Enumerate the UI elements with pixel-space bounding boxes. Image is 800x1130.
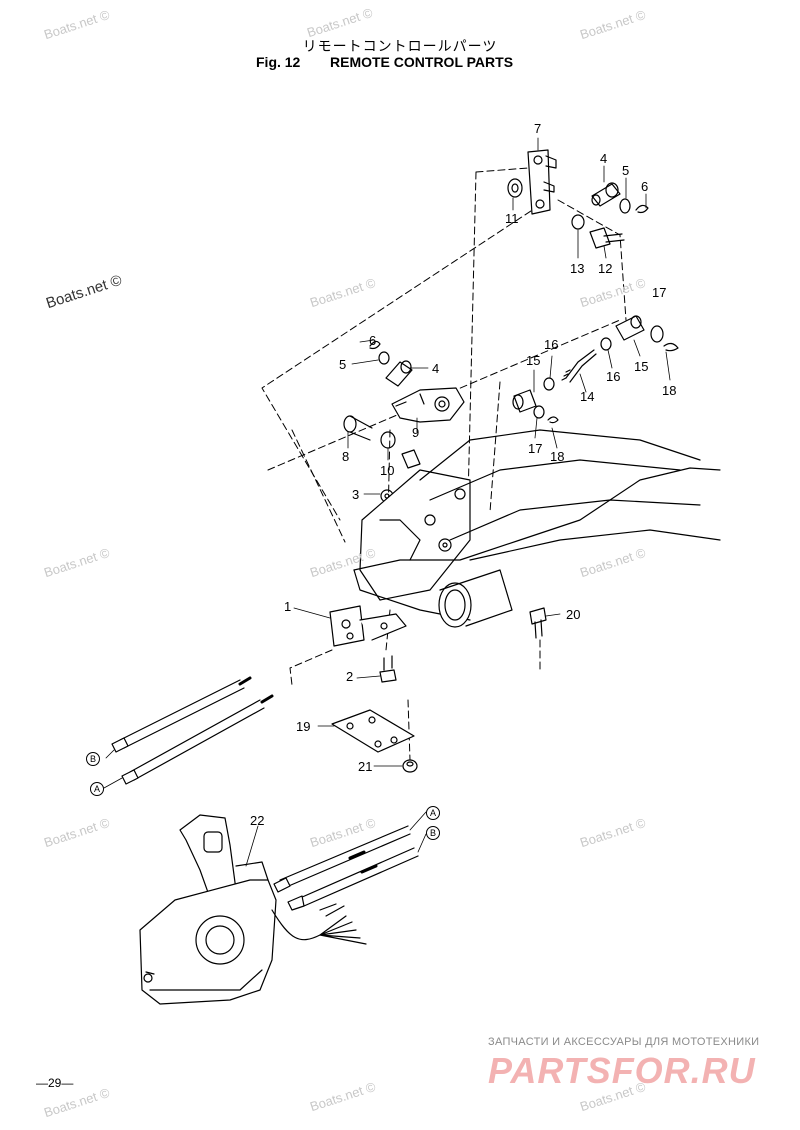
part-12-bolt — [589, 227, 625, 249]
callout-20: 20 — [566, 607, 581, 622]
callout-16-right: 16 — [606, 369, 621, 384]
part-6-clip-left — [369, 340, 381, 350]
figure-title: Fig. 12 REMOTE CONTROL PARTS — [256, 54, 513, 70]
part-9-cam — [391, 387, 465, 423]
page-number: —29— — [36, 1076, 74, 1090]
callout-6-left: 6 — [369, 333, 377, 348]
control-cables — [111, 676, 274, 785]
leader-lines — [245, 137, 671, 867]
callout-22: 22 — [250, 813, 265, 828]
brand-tagline: ЗАПЧАСТИ И АКСЕССУАРЫ ДЛЯ МОТОТЕХНИКИ — [488, 1036, 760, 1048]
callout-12: 12 — [598, 261, 613, 276]
callout-6: 6 — [641, 179, 649, 194]
callout-16-left: 16 — [544, 337, 559, 352]
callout-21: 21 — [358, 759, 373, 774]
wire-harness — [271, 903, 367, 945]
title-japanese: リモートコントロールパーツ — [302, 39, 498, 55]
callout-5: 5 — [622, 163, 630, 178]
part-17-washer-left — [533, 405, 545, 419]
callout-1: 1 — [284, 599, 292, 614]
part-6-clip — [635, 204, 649, 214]
cable-end-marker-a: A — [90, 782, 104, 796]
part-16-nut-left — [543, 377, 555, 391]
callout-13: 13 — [570, 261, 585, 276]
callout-11: 11 — [505, 211, 519, 226]
part-11-washer — [507, 178, 523, 198]
part-18-clip-left — [547, 416, 559, 424]
callout-15-left: 15 — [526, 353, 541, 368]
callout-18-left: 18 — [550, 449, 565, 464]
part-4-ball-joint — [591, 182, 621, 207]
callout-2: 2 — [346, 669, 354, 684]
part-13-washer — [571, 214, 585, 230]
callout-3: 3 — [352, 487, 360, 502]
part-1-cable-bracket — [329, 605, 407, 647]
figure-number: Fig. 12 — [256, 54, 301, 70]
part-15-joint-right — [615, 315, 645, 341]
callout-19: 19 — [296, 719, 311, 734]
part-2-bolt — [379, 655, 397, 683]
part-10-bushing — [401, 449, 421, 469]
part-5-washer — [619, 198, 631, 214]
part-21-nut — [402, 759, 418, 773]
callout-10: 10 — [380, 463, 395, 478]
callout-9: 9 — [412, 425, 420, 440]
cable-end-marker-b: B — [86, 752, 100, 766]
brand-logo: PARTSFOR.RU — [488, 1050, 756, 1091]
callout-15-right: 15 — [634, 359, 649, 374]
part-20-bolt — [529, 607, 547, 639]
part-5-washer-left — [378, 351, 390, 365]
part-17-washer-right — [650, 325, 664, 343]
figure-caption: REMOTE CONTROL PARTS — [330, 54, 514, 70]
part-19-plate — [331, 709, 415, 753]
part-16-nut-right — [600, 337, 612, 351]
main-bracket-assembly — [353, 429, 721, 628]
part-22-remote-control-box — [139, 814, 277, 1005]
callout-4-left: 4 — [432, 361, 440, 376]
callout-5-left: 5 — [339, 357, 347, 372]
callout-7: 7 — [534, 121, 542, 136]
part-8-pin — [343, 415, 396, 449]
cable-end-marker-b: B — [426, 826, 440, 840]
cable-end-marker-a: A — [426, 806, 440, 820]
part-4-joint-left — [385, 360, 413, 387]
part-7-bracket — [527, 149, 557, 215]
callout-4: 4 — [600, 151, 608, 166]
remote-cables — [273, 825, 419, 911]
callout-8: 8 — [342, 449, 350, 464]
part-18-clip-right — [663, 342, 679, 352]
part-15-joint-left — [512, 389, 537, 413]
callout-17-left: 17 — [528, 441, 543, 456]
part-14-rod — [561, 349, 597, 383]
assembly-dashed-lines — [261, 167, 627, 761]
callout-14: 14 — [580, 389, 595, 404]
callout-17: 17 — [652, 285, 667, 300]
callout-18-right: 18 — [662, 383, 677, 398]
